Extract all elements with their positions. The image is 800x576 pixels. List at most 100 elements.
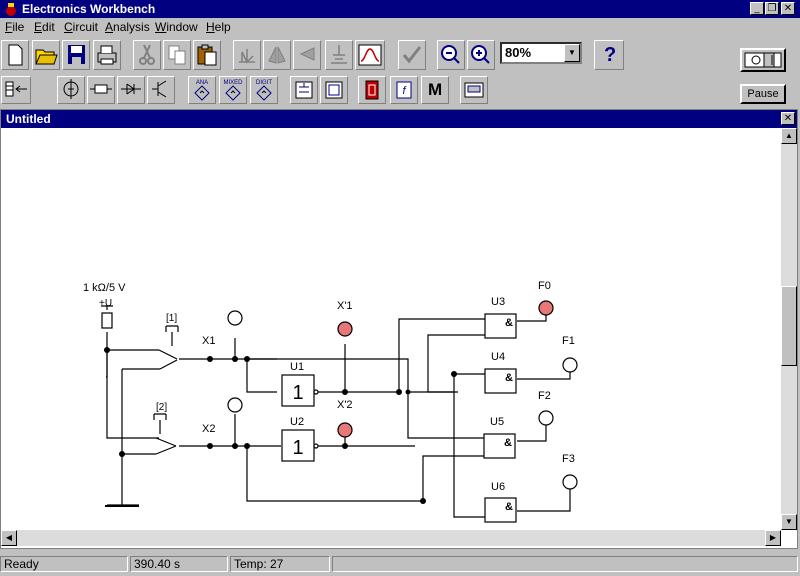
switch-1[interactable]: [1] — [159, 313, 179, 370]
diode-icon — [121, 83, 141, 95]
mixed-ics-bin-button[interactable]: MIXED — [219, 76, 247, 104]
not-gate-u1[interactable]: 1 U1 — [281, 361, 319, 407]
u4-symbol: & — [505, 372, 513, 384]
parts-bin-toggle-button[interactable] — [1, 76, 31, 104]
zoom-level-select[interactable]: 80% ▼ — [500, 42, 582, 64]
restore-button[interactable]: ❐ — [765, 2, 779, 15]
parts-bin-icon — [5, 81, 27, 97]
menu-analysis[interactable]: Analysis — [105, 20, 150, 34]
transistors-bin-button[interactable] — [147, 76, 175, 104]
save-disk-icon — [68, 45, 85, 64]
help-button[interactable]: ? — [594, 40, 624, 70]
x2-label: X2 — [202, 423, 215, 435]
digital-bin-label: DIGIT — [256, 80, 272, 86]
paste-button[interactable] — [193, 40, 221, 70]
scroll-left-icon[interactable]: ◀ — [1, 530, 17, 546]
x2-inverted-label: X'2 — [337, 399, 353, 411]
miscellaneous-bin-button[interactable]: M — [421, 76, 449, 104]
menu-help[interactable]: Help — [206, 20, 231, 34]
printer-icon — [97, 45, 117, 65]
flip-horizontal-button[interactable] — [263, 40, 291, 70]
minimize-button[interactable]: _ — [750, 2, 764, 15]
controls-icon: f — [396, 81, 412, 99]
x1-inverted-label: X'1 — [337, 300, 353, 312]
analog-ics-bin-button[interactable]: ANA — [188, 76, 216, 104]
cut-button[interactable] — [133, 40, 161, 70]
copy-button[interactable] — [163, 40, 191, 70]
indicators-bin-button[interactable] — [358, 76, 386, 104]
horizontal-scrollbar[interactable]: ◀ ▶ — [1, 530, 781, 546]
menu-file[interactable]: File — [5, 20, 25, 34]
u2-symbol: 1 — [292, 437, 303, 459]
digital-bin-button[interactable] — [320, 76, 348, 104]
scroll-right-icon[interactable]: ▶ — [765, 530, 781, 546]
subcircuit-button[interactable] — [325, 40, 353, 70]
document-close-button[interactable]: ✕ — [781, 112, 795, 125]
vcc-source[interactable]: 1 kΩ/5 V +U — [83, 282, 126, 329]
probe-f1 — [562, 357, 578, 373]
digital-ics-bin-button[interactable]: DIGIT — [250, 76, 278, 104]
menu-window[interactable]: Window — [155, 20, 198, 34]
scissors-icon — [139, 44, 155, 65]
f0-label: F0 — [538, 280, 551, 292]
resistor-icon — [90, 84, 112, 94]
instruments-bin-button[interactable] — [460, 76, 488, 104]
controls-bin-button[interactable]: f — [390, 76, 418, 104]
sources-bin-button[interactable] — [57, 76, 85, 104]
and-gate-u6[interactable]: & U6 — [484, 481, 517, 523]
title-bar: Electronics Workbench _ ❐ ✕ — [0, 0, 800, 18]
f1-label: F1 — [562, 335, 575, 347]
close-button[interactable]: ✕ — [781, 2, 795, 15]
flip-vertical-button[interactable] — [293, 40, 321, 70]
logic-gates-bin-button[interactable] — [290, 76, 318, 104]
source-value-label: 1 kΩ/5 V — [83, 282, 126, 294]
rotate-icon — [239, 49, 255, 64]
rotate-button[interactable] — [233, 40, 261, 70]
power-switch[interactable] — [740, 48, 786, 72]
circuit-window: Untitled ✕ — [0, 109, 798, 549]
pause-button[interactable]: Pause — [740, 84, 786, 104]
menu-edit[interactable]: Edit — [34, 20, 55, 34]
circuit-canvas[interactable]: 1 kΩ/5 V +U [1] [2] X1 X2 X'1 — [1, 128, 781, 530]
u1-symbol: 1 — [292, 382, 303, 404]
power-switch-icon — [744, 52, 782, 68]
and-gate-u4[interactable]: & U4 — [484, 351, 517, 394]
save-button[interactable] — [62, 40, 90, 70]
vertical-scrollbar[interactable]: ▲ ▼ — [781, 128, 797, 530]
junction-dots — [104, 347, 457, 504]
switch-2[interactable]: [2] — [153, 402, 177, 455]
print-button[interactable] — [93, 40, 121, 70]
copy-icon — [168, 45, 186, 65]
transistor-icon — [152, 80, 167, 98]
schematic: 1 kΩ/5 V +U [1] [2] X1 X2 X'1 — [83, 280, 578, 523]
vertical-scroll-thumb[interactable] — [781, 286, 797, 366]
folder-open-icon — [35, 49, 58, 65]
not-gate-u2[interactable]: 1 U2 — [281, 416, 319, 462]
scroll-down-icon[interactable]: ▼ — [781, 514, 797, 530]
chevron-down-icon[interactable]: ▼ — [564, 44, 580, 62]
indicator-display-icon — [365, 80, 379, 100]
new-file-button[interactable] — [1, 40, 29, 70]
f2-label: F2 — [538, 390, 551, 402]
zoom-out-button[interactable] — [437, 40, 465, 70]
help-icon: ? — [604, 44, 617, 66]
scroll-up-icon[interactable]: ▲ — [781, 128, 797, 144]
graph-button[interactable] — [355, 40, 385, 70]
flip-vertical-icon — [299, 47, 315, 61]
document-title: Untitled — [6, 112, 51, 126]
probe-f0 — [538, 300, 554, 316]
u3-symbol: & — [505, 317, 513, 329]
open-file-button[interactable] — [32, 40, 60, 70]
and-gate-u5[interactable]: & U5 — [483, 416, 516, 459]
diodes-bin-button[interactable] — [117, 76, 145, 104]
basic-bin-button[interactable] — [87, 76, 115, 104]
and-gate-u3[interactable]: & U3 — [484, 296, 517, 339]
menu-circuit[interactable]: Circuit — [64, 20, 99, 34]
u6-label: U6 — [491, 481, 505, 493]
status-message — [332, 556, 798, 572]
probe-f3 — [562, 474, 578, 490]
instruments-icon — [464, 82, 484, 98]
component-properties-button[interactable] — [398, 40, 426, 70]
logic-gate-icon — [295, 81, 313, 99]
zoom-in-button[interactable] — [467, 40, 495, 70]
